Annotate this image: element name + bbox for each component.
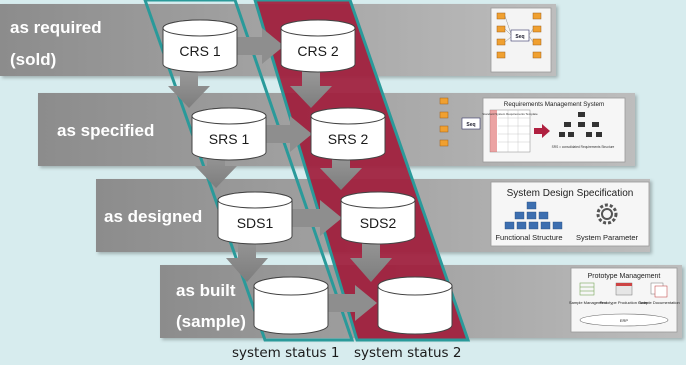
thumb-col3: Sample Documentation: [638, 300, 680, 305]
thumb-output: SRS = consolidated Requirements Structur…: [552, 145, 615, 149]
stage-sublabel-required: (sold): [10, 50, 56, 69]
right-arrow: [290, 200, 342, 236]
node-crs1: CRS 1: [162, 19, 238, 73]
thumb-base: ERP: [620, 318, 629, 323]
node-label: SRS 1: [209, 131, 250, 147]
down-arrow: [350, 234, 392, 282]
node-sds2: SDS2: [340, 191, 416, 245]
gear-icon: [596, 203, 618, 225]
right-arrow: [263, 116, 312, 152]
down-arrow: [320, 152, 362, 190]
thumb-col2: Prototype Production Order: [600, 300, 649, 305]
thumb-title: Prototype Management: [588, 273, 661, 280]
status2-label: system status 2: [354, 345, 462, 361]
down-arrow: [195, 150, 237, 188]
thumb-title: System Design Specification: [507, 188, 634, 199]
node-label: SRS 2: [328, 131, 369, 147]
stage-label-specified: as specified: [57, 121, 154, 140]
down-arrow: [168, 70, 210, 108]
node-srs2: SRS 2: [310, 107, 386, 161]
node-built1: [253, 276, 329, 335]
node-srs1: SRS 1: [191, 107, 267, 161]
thumb-designed: System Design Specification Functional S…: [490, 181, 650, 247]
status1-label: system status 1: [232, 345, 340, 361]
node-label: CRS 2: [297, 43, 338, 59]
node-built2: [377, 276, 453, 335]
right-arrow: [327, 285, 377, 321]
thumb-specified: Seq Requirements Management System Stand…: [439, 97, 626, 163]
stage-label-built: as built: [176, 281, 236, 300]
thumb-caption: Seq: [466, 122, 475, 128]
node-crs2: CRS 2: [280, 19, 356, 73]
thumb-caption: Seq: [515, 34, 524, 40]
down-arrow: [290, 70, 332, 108]
thumb-built: Prototype Management Sample Management P…: [569, 267, 680, 333]
thumb-right-caption: System Parameter: [576, 233, 639, 242]
stage-label-designed: as designed: [104, 207, 202, 226]
node-label: SDS2: [360, 215, 397, 231]
node-label: CRS 1: [179, 43, 220, 59]
down-arrow: [226, 232, 268, 282]
stage-label-required: as required: [10, 18, 102, 37]
thumb-template: Standard System Requirements Template: [482, 112, 538, 116]
down-arrows-status2: [290, 70, 392, 282]
thumb-col1: Sample Management: [569, 300, 608, 305]
node-sds1: SDS1: [217, 191, 293, 245]
stage-sublabel-built: (sample): [176, 312, 246, 331]
thumb-title: Requirements Management System: [504, 101, 604, 108]
thumb-left-caption: Functional Structure: [495, 233, 562, 242]
right-arrows: [234, 28, 377, 321]
right-arrow: [234, 28, 284, 64]
node-label: SDS1: [237, 215, 274, 231]
down-arrows-status1: [168, 70, 268, 282]
thumb-required: Seq: [490, 7, 552, 73]
